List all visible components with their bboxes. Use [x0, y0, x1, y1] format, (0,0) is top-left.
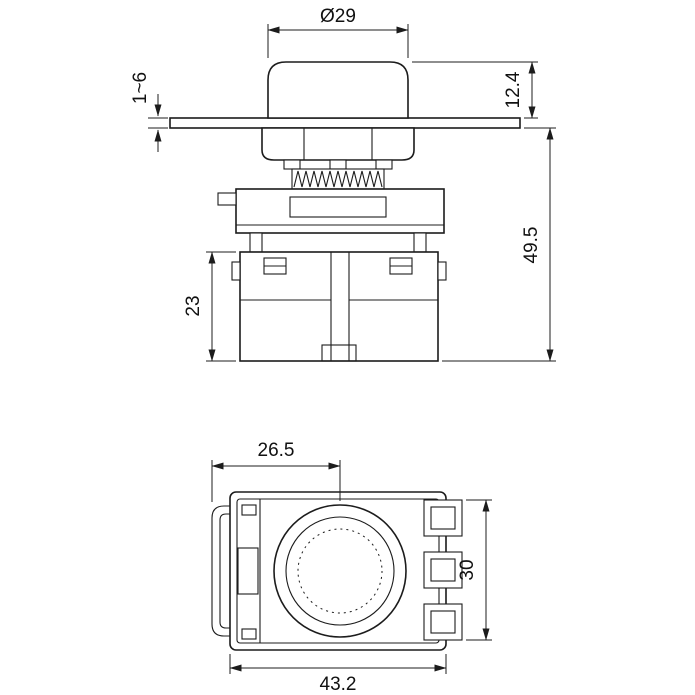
button-face	[273, 504, 407, 638]
front-view: 26.5 30 43.2	[211, 440, 492, 695]
side-view: Ø29 1~6 12.4 49.5 23	[130, 6, 556, 362]
dim-label-height-above-panel: 12.4	[503, 71, 524, 108]
dimension-depth-below-panel: 49.5	[442, 127, 556, 362]
dimension-overall-body-width: 43.2	[229, 654, 447, 695]
dim-label-panel-thickness: 1~6	[130, 72, 151, 104]
dimension-height-above-panel: 12.4	[412, 61, 538, 119]
dimension-panel-thickness: 1~6	[130, 72, 168, 152]
dim-label-depth-below-panel: 49.5	[521, 227, 542, 264]
switch-body	[217, 188, 445, 253]
dim-label-terminal-stack-height: 30	[457, 559, 478, 580]
dimension-contact-block-height: 23	[183, 251, 236, 362]
dim-label-cap-diameter: Ø29	[320, 6, 356, 27]
dim-label-latch-to-center: 26.5	[258, 440, 295, 461]
mounting-collar	[261, 127, 415, 170]
release-latch	[211, 505, 230, 637]
mounting-panel	[169, 117, 521, 129]
threaded-neck	[291, 168, 385, 190]
dimension-latch-to-center: 26.5	[211, 440, 341, 502]
dim-label-contact-block-height: 23	[183, 295, 204, 316]
contact-block	[231, 251, 447, 362]
button-cap	[267, 61, 409, 119]
dimension-terminal-stack-height: 30	[457, 499, 492, 641]
dim-label-overall-body-width: 43.2	[320, 674, 357, 695]
dimension-cap-diameter: Ø29	[267, 6, 409, 58]
terminal-clamps	[423, 499, 463, 641]
